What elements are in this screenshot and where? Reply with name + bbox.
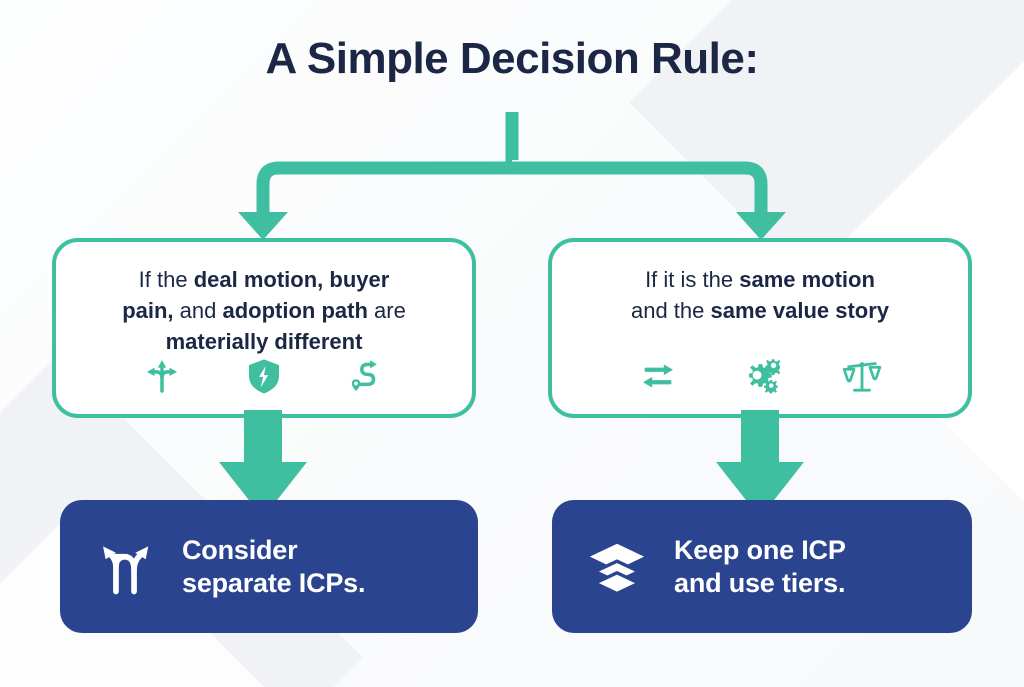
decision-left-line1-plain: If the bbox=[138, 267, 194, 292]
decision-right-line2-bold: same value story bbox=[710, 298, 890, 324]
balance-scales-icon bbox=[842, 362, 882, 392]
page-title: A Simple Decision Rule: bbox=[265, 34, 759, 83]
decision-left-line2-bold-b: adoption path bbox=[222, 298, 368, 324]
bidirectional-arrows-icon bbox=[643, 364, 673, 388]
decision-right-line1-bold: same motion bbox=[739, 267, 875, 292]
gears-icon bbox=[749, 359, 780, 394]
outcome-left-text: Consider separate ICPs. bbox=[182, 534, 366, 600]
decision-right-line1-plain: If it is the bbox=[645, 267, 740, 292]
decision-left-text: If the deal motion, buyer pain, and adop… bbox=[96, 264, 432, 358]
branching-connector bbox=[238, 112, 786, 240]
decision-right-text: If it is the same motion and the same va… bbox=[605, 264, 915, 326]
connector-left-arrowhead bbox=[238, 212, 288, 240]
outcome-box-left: Consider separate ICPs. bbox=[60, 500, 478, 633]
fork-split-arrows-icon bbox=[103, 545, 149, 594]
decision-box-right: If it is the same motion and the same va… bbox=[548, 238, 972, 418]
outcome-left-line2: separate ICPs. bbox=[182, 567, 366, 598]
cracked-shield-icon bbox=[249, 359, 279, 394]
decision-right-icon-row bbox=[552, 356, 968, 396]
outcome-box-right: Keep one ICP and use tiers. bbox=[552, 500, 972, 633]
decision-right-line2-plain: and the bbox=[630, 298, 711, 324]
arrow-to-right-outcome bbox=[716, 410, 804, 518]
outcome-right-line1: Keep one ICP bbox=[674, 534, 846, 565]
outcome-right-line2: and use tiers. bbox=[674, 567, 846, 598]
decision-left-line3-bold: materially different bbox=[165, 329, 363, 355]
diverging-arrows-icon bbox=[147, 360, 177, 393]
decision-left-line2-plain-b: are bbox=[367, 298, 406, 324]
outcome-right-text: Keep one ICP and use tiers. bbox=[674, 534, 846, 600]
decision-left-line2-bold-a: pain, bbox=[122, 298, 174, 324]
decision-left-icon-row bbox=[56, 356, 472, 396]
decision-left-line1-bold: deal motion, buyer bbox=[193, 267, 390, 292]
arrow-to-left-outcome bbox=[219, 410, 307, 518]
decision-left-line2-plain-a: and bbox=[173, 298, 223, 324]
connector-right-arrowhead bbox=[736, 212, 786, 240]
outcome-left-line1: Consider bbox=[182, 534, 298, 565]
decision-box-left: If the deal motion, buyer pain, and adop… bbox=[52, 238, 476, 418]
winding-route-pin-icon bbox=[351, 360, 377, 391]
layers-stack-icon bbox=[589, 543, 645, 595]
